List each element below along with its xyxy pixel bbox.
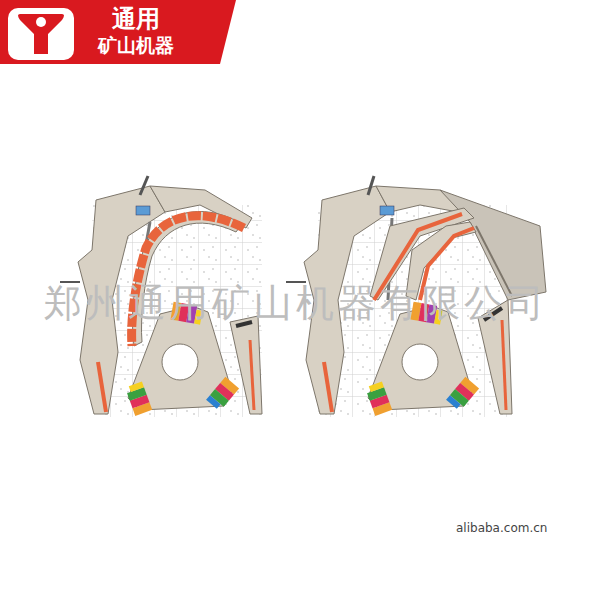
logo-dot [36,17,46,27]
spring [136,206,150,215]
spring [380,206,394,215]
logo-icon [8,8,74,60]
right-wall [230,316,262,414]
rotor-shaft [162,344,198,380]
blow-bar [446,377,479,412]
logo-dot [36,17,46,27]
logo-banner: 通用矿山机器 [0,0,236,64]
side-liner [324,362,332,412]
blow-bar [125,382,152,416]
adjust-rod [368,176,374,195]
blow-bar [206,377,239,412]
logo-ground [8,8,74,60]
banner-fill [0,0,236,64]
wall-liner [502,320,506,410]
logo-y [18,14,64,54]
side-liner [98,362,106,412]
brand-text: 通用 [112,6,160,32]
rotor-shaft [402,344,438,380]
site-note: alibaba.com.cn [456,522,547,535]
blow-bar [365,382,392,416]
brand-text: 矿山机器 [98,35,174,56]
watermark: 郑州通用矿山机器有限公司 [44,283,548,325]
adjust-rod [140,176,148,195]
wall-liner [250,340,254,410]
logo-ground [8,8,74,60]
